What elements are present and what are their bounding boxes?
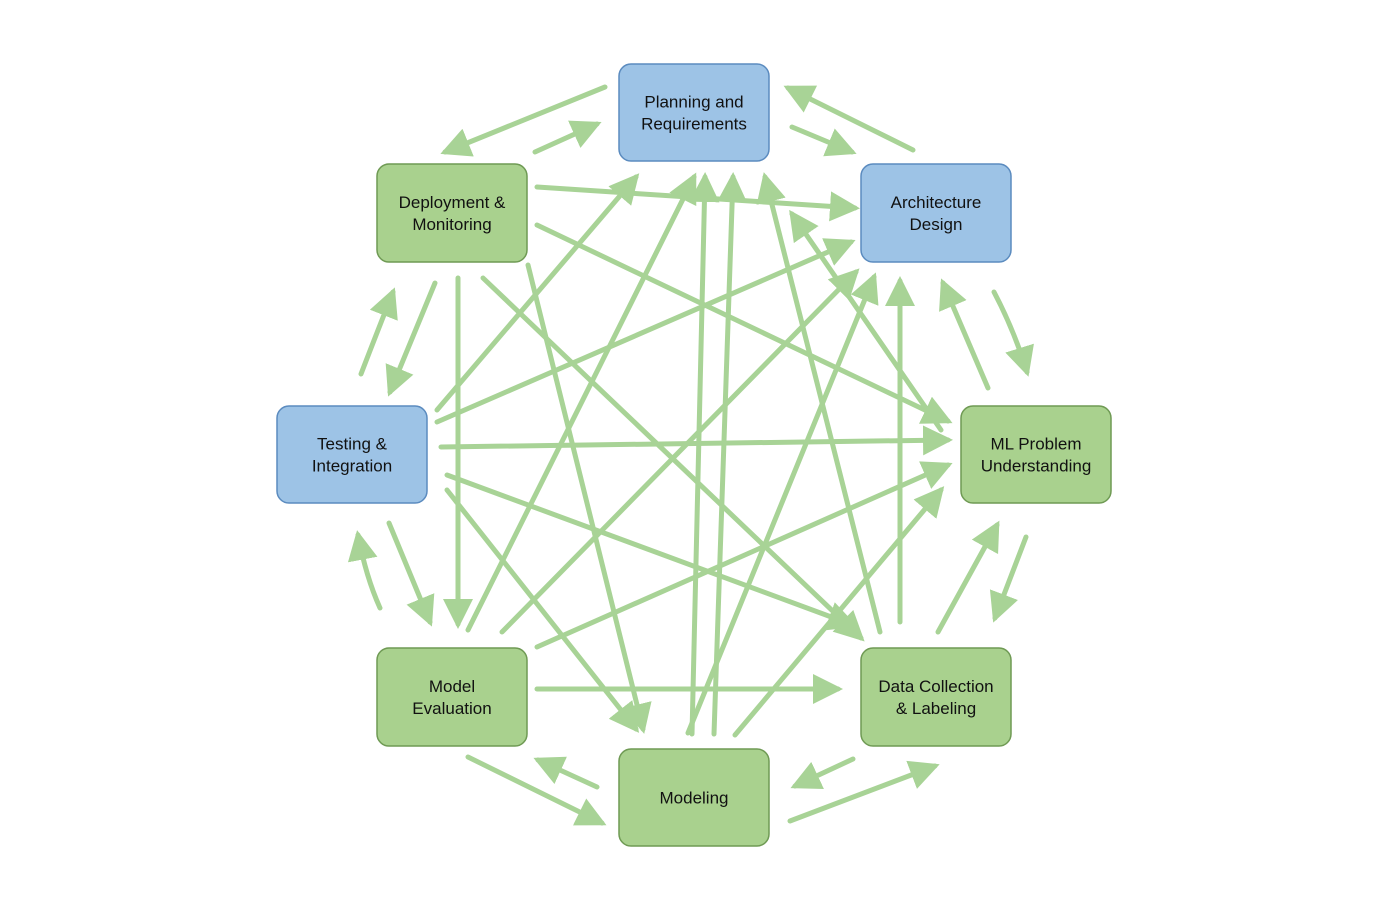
connection-arrow — [434, 238, 856, 425]
connection-arrow — [789, 209, 944, 433]
node-label: Deployment & — [399, 193, 506, 212]
connection-arrow — [358, 287, 398, 377]
connection-arrow — [465, 754, 607, 826]
connection-arrow — [939, 278, 991, 391]
connection-arrow — [935, 520, 1000, 635]
node-label: Testing & — [317, 435, 388, 454]
connection-arrow — [532, 120, 602, 155]
node-label: Model — [429, 677, 475, 696]
connection-arrow — [385, 280, 438, 397]
node-label: Evaluation — [412, 699, 491, 718]
connection-arrow — [711, 172, 748, 737]
node-modeling: Modeling — [618, 748, 770, 847]
node-box — [376, 163, 528, 263]
node-deployment: Deployment & Monitoring — [376, 163, 528, 263]
node-data-collection: Data Collection & Labeling — [860, 647, 1012, 747]
connection-arrow — [444, 472, 858, 631]
connection-arrow — [438, 425, 953, 456]
connection-arrow — [534, 184, 860, 222]
node-label: & Labeling — [896, 699, 976, 718]
node-box — [376, 647, 528, 747]
connection-arrow — [689, 172, 720, 737]
node-label: Integration — [312, 457, 392, 476]
connection-arrow — [789, 124, 857, 157]
node-label: Design — [910, 215, 963, 234]
connection-arrow — [534, 222, 953, 424]
node-box — [860, 647, 1012, 747]
connection-arrow — [386, 520, 435, 627]
node-testing: Testing & Integration — [276, 405, 428, 504]
node-label: Monitoring — [412, 215, 491, 234]
node-box — [960, 405, 1112, 504]
connection-arrow — [465, 172, 697, 633]
node-label: ML Problem — [990, 435, 1081, 454]
connection-arrow — [790, 756, 856, 790]
connection-arrow — [440, 84, 608, 157]
nodes-layer: Planning andRequirementsArchitectureDesi… — [276, 63, 1112, 847]
connection-arrow — [991, 289, 1034, 377]
connection-arrow — [434, 173, 640, 413]
connection-arrow — [783, 85, 916, 153]
node-box — [276, 405, 428, 504]
node-label: Understanding — [981, 457, 1092, 476]
connection-arrow — [347, 530, 383, 611]
connection-arrow — [499, 268, 860, 635]
node-box — [860, 163, 1012, 263]
node-label: Data Collection — [878, 677, 993, 696]
arrows-layer — [347, 84, 1034, 826]
connection-arrow — [732, 486, 945, 738]
node-label: Modeling — [660, 789, 729, 808]
node-box — [618, 63, 770, 162]
connection-arrow — [756, 172, 883, 635]
connection-arrow — [534, 461, 953, 650]
node-box — [618, 748, 770, 847]
connection-arrow — [533, 756, 600, 790]
connection-arrow — [787, 760, 940, 824]
connection-arrow — [685, 272, 879, 736]
connection-arrow — [989, 534, 1029, 623]
node-label: Architecture — [891, 193, 982, 212]
node-label: Planning and — [644, 93, 743, 112]
connection-arrow — [525, 262, 652, 734]
node-label: Requirements — [641, 115, 747, 134]
